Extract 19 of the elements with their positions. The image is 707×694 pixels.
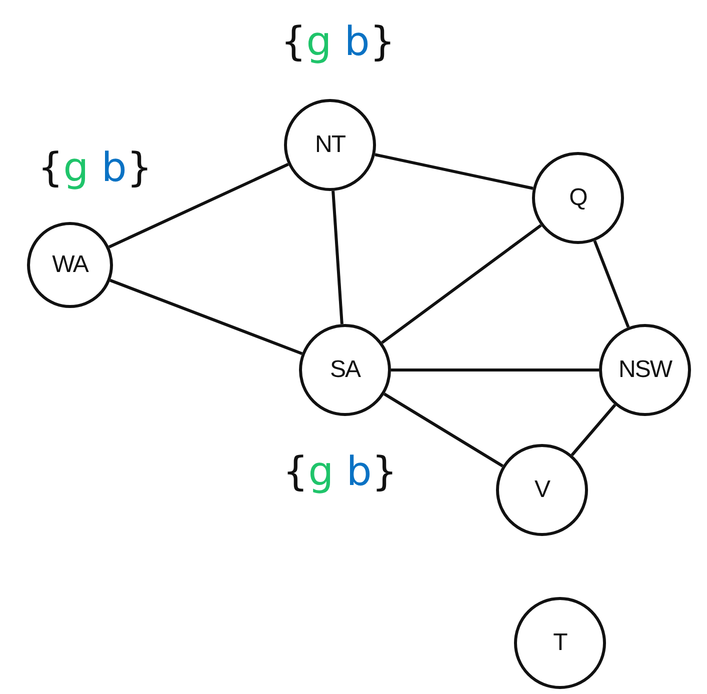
domain-label: {g b} [280,19,396,65]
edge-line [570,404,616,456]
edge-line [108,162,289,248]
edge-line [391,368,599,372]
edge-line [381,224,542,344]
edge-line [593,240,630,328]
node-label: V [534,476,550,504]
domain-label: {g b} [282,449,398,495]
domain-label: {g b} [38,145,152,191]
edge-line [384,392,504,468]
edge-line [374,153,534,190]
node-label: NT [315,131,345,159]
edge-line [110,278,303,355]
node-label: Q [569,184,587,212]
node-label: SA [330,356,360,384]
edge-line [332,190,344,324]
node-label: T [553,629,567,657]
node-label: WA [52,251,88,279]
node-label: NSW [618,356,672,384]
